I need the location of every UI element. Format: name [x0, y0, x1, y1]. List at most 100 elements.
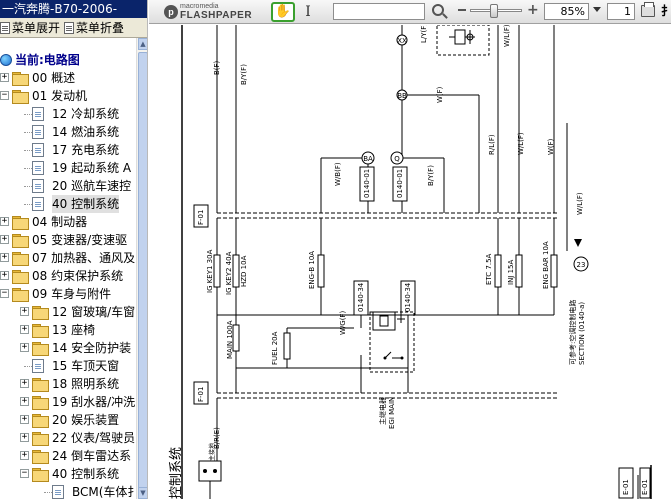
relay-label-cn: 主继电器	[378, 397, 387, 425]
scroll-down-arrow-icon[interactable]: ▼	[138, 487, 147, 499]
zoom-field[interactable]: 85%	[544, 3, 589, 20]
expand-icon[interactable]: +	[20, 414, 29, 424]
wire-label: B/Y(F)	[427, 165, 435, 186]
search-icon[interactable]	[432, 4, 444, 16]
tree-item[interactable]: 14 燃油系统	[0, 123, 136, 141]
tree-root[interactable]: 当前:电路图	[0, 51, 136, 69]
page-icon	[32, 107, 44, 121]
expand-icon[interactable]: +	[20, 450, 29, 460]
connector-label: 0140-01	[396, 169, 404, 198]
wire-label: W/B(F)	[334, 162, 342, 186]
folder-icon	[12, 252, 29, 266]
tree-item[interactable]: 12 冷却系统	[0, 105, 136, 123]
fuse-label: FUEL 20A	[271, 331, 279, 365]
expand-menu-button[interactable]: 菜单展开	[0, 19, 60, 36]
scroll-up-arrow-icon[interactable]: ▲	[138, 38, 147, 50]
zoom-in-icon[interactable]: +	[527, 2, 539, 18]
connector-label: F-01	[197, 210, 205, 225]
tree-connector	[24, 366, 32, 367]
tree-item[interactable]: +05 变速器/变速驱	[0, 231, 136, 249]
section-reference: 23 可参考:空调控制电路 SECTION (0140-a)	[568, 239, 589, 365]
search-input[interactable]	[333, 3, 425, 20]
hand-tool-icon[interactable]: ✋	[271, 2, 295, 22]
macromedia-logo-icon: p	[164, 4, 178, 19]
expand-icon[interactable]: +	[20, 432, 29, 442]
expand-icon[interactable]: +	[20, 396, 29, 406]
tree-item-label: 14 燃油系统	[52, 125, 120, 139]
tree-item[interactable]: +22 仪表/驾驶员	[0, 429, 136, 447]
tree-connector	[24, 168, 32, 169]
folder-icon	[32, 306, 49, 320]
menu-bar: 菜单展开 菜单折叠	[0, 18, 147, 38]
expand-icon[interactable]: +	[20, 378, 29, 388]
scrollbar-thumb[interactable]	[138, 52, 147, 492]
tree-item[interactable]: +13 座椅	[0, 321, 136, 339]
tree-item[interactable]: 15 车顶天窗	[0, 357, 136, 375]
page-number-field[interactable]: 1	[607, 3, 635, 20]
collapse-menu-button[interactable]: 菜单折叠	[64, 19, 124, 36]
tree-scrollbar[interactable]: ▲ ▼	[136, 38, 147, 499]
collapse-icon[interactable]: −	[0, 288, 9, 298]
expand-icon[interactable]: +	[0, 216, 9, 226]
side-title: 控制系统	[169, 447, 184, 499]
zoom-slider[interactable]	[470, 4, 522, 18]
connector-pins: XX BB BA Q	[361, 34, 408, 165]
tree-item[interactable]: 20 巡航车速控	[0, 177, 136, 195]
collapse-icon[interactable]: −	[20, 468, 29, 478]
expand-icon[interactable]: +	[20, 324, 29, 334]
fuse-label: INJ 15A	[507, 260, 515, 285]
tree-item[interactable]: +18 照明系统	[0, 375, 136, 393]
schematic-page[interactable]: XX BB BA Q 0140-01 0140-01 F-01 F-01 014…	[149, 25, 671, 499]
folder-icon	[32, 378, 49, 392]
tree-item[interactable]: +20 娱乐装置	[0, 411, 136, 429]
tree-item[interactable]: +00 概述	[0, 69, 136, 87]
connector-boxes: 0140-01 0140-01 F-01 F-01 0140-34 0140-3…	[193, 166, 651, 499]
zoom-slider-knob[interactable]	[489, 4, 498, 18]
tree-item[interactable]: +07 加热器、通风及	[0, 249, 136, 267]
print-icon[interactable]	[641, 2, 655, 17]
tree-item-label: 22 仪表/驾驶员	[52, 431, 136, 445]
folder-icon	[32, 396, 49, 410]
section-note-en: SECTION (0140-a)	[578, 302, 586, 365]
text-select-icon[interactable]: I	[305, 4, 311, 20]
page-icon	[32, 197, 44, 211]
wire-label: W(F)	[436, 86, 444, 103]
tree-item-label: 17 充电系统	[52, 143, 120, 157]
expand-icon[interactable]: +	[20, 342, 29, 352]
expand-icon[interactable]: +	[0, 270, 9, 280]
expand-icon[interactable]: +	[0, 72, 9, 82]
tree-item[interactable]: +08 约束保护系统	[0, 267, 136, 285]
expand-icon[interactable]: +	[20, 306, 29, 316]
fuse-label: ENG-B 10A	[308, 251, 316, 289]
document-icon	[0, 21, 10, 34]
relay-labels: 主继电器 EGI MAIN	[378, 397, 396, 429]
tree-item[interactable]: 19 起动系统 A	[0, 159, 136, 177]
fuse-label: IG KEY2 40A	[225, 251, 233, 295]
expand-icon[interactable]: +	[0, 252, 9, 262]
collapse-icon[interactable]: −	[0, 90, 9, 100]
tree-item-label: 18 照明系统	[52, 377, 120, 391]
section-note-cn: 可参考:空调控制电路	[568, 300, 577, 365]
brand-top-text: macromedia	[180, 3, 219, 10]
tree-item[interactable]: +19 刮水器/冲洗	[0, 393, 136, 411]
tree-item-label: 13 座椅	[52, 323, 96, 337]
tree-item[interactable]: BCM(车体扌	[0, 483, 136, 499]
tree-item-label: 00 概述	[32, 71, 76, 85]
tree-item[interactable]: +14 安全防护装	[0, 339, 136, 357]
tree-item[interactable]: +24 倒车雷达系	[0, 447, 136, 465]
tree-item-label: 15 车顶天窗	[52, 359, 120, 373]
document-icon	[64, 21, 75, 34]
tree-item[interactable]: 17 充电系统	[0, 141, 136, 159]
tree-item[interactable]: −40 控制系统	[0, 465, 136, 483]
folder-icon	[32, 450, 49, 464]
connector-label: 0140-34	[357, 282, 365, 312]
zoom-out-icon[interactable]	[458, 9, 466, 11]
tree-item[interactable]: +12 窗玻璃/车窗	[0, 303, 136, 321]
expand-icon[interactable]: +	[0, 234, 9, 244]
tree-item[interactable]: −09 车身与附件	[0, 285, 136, 303]
tree-item[interactable]: +04 制动器	[0, 213, 136, 231]
fuse-label: MAIN 100A	[226, 320, 234, 359]
tree-item[interactable]: −01 发动机	[0, 87, 136, 105]
zoom-dropdown-icon[interactable]	[593, 7, 601, 12]
tree-item[interactable]: 40 控制系统	[0, 195, 136, 213]
